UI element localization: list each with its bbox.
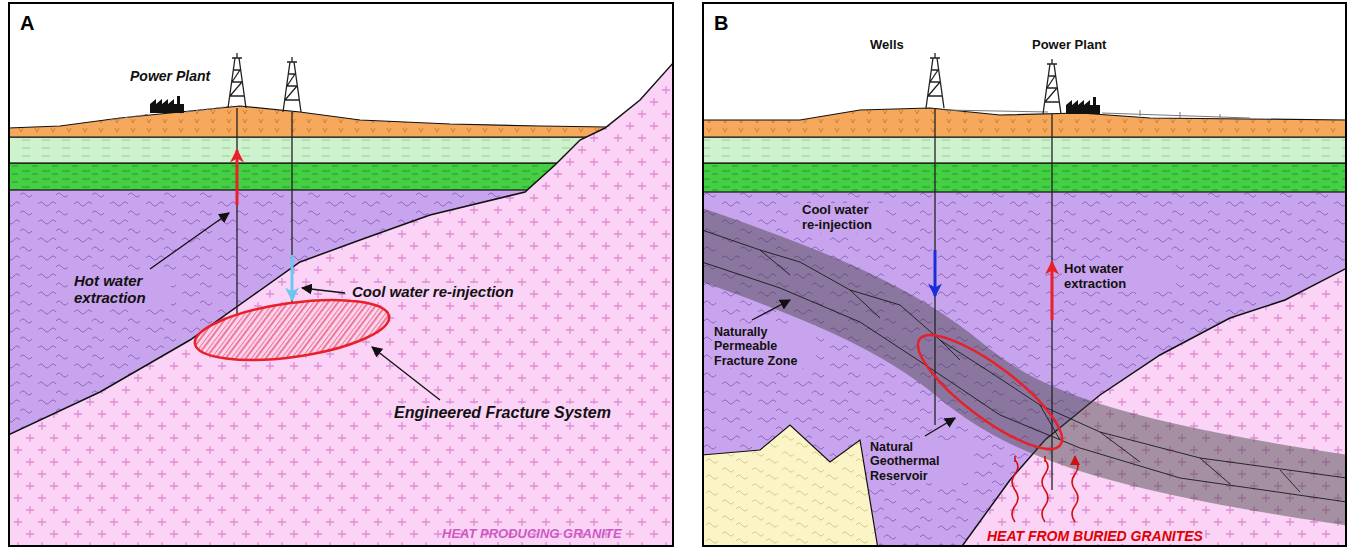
hot-water-arrow [236, 150, 239, 205]
heat-arrowheads [1015, 456, 1075, 462]
light-sediment-layer [702, 137, 1347, 163]
text-label: Cool water re-injection [800, 203, 886, 233]
text-label: HEAT PRODUCING GRANITE [440, 527, 624, 542]
well-derrick [283, 57, 301, 112]
text-label: Power Plant [1030, 38, 1108, 53]
panel-a-illustration [8, 53, 674, 547]
power-plant-symbol [150, 96, 184, 113]
text-label: Engineered Fracture System [392, 404, 613, 422]
hot-water-arrow [1051, 262, 1054, 320]
text-label: HEAT FROM BURIED GRANITES [985, 528, 1205, 544]
well-derrick [228, 53, 246, 108]
leader-line [302, 288, 345, 293]
text-label: Power Plant [128, 68, 212, 84]
well-derrick [926, 53, 944, 108]
panel-b-illustration [702, 53, 1347, 547]
cool-water-arrow [934, 250, 937, 296]
panel-letter: A [10, 4, 34, 34]
panel-frame: B [702, 2, 1347, 547]
leader-line [150, 213, 229, 269]
heat-producing-granite [8, 62, 674, 547]
engineered-fracture-ellipse [191, 290, 393, 371]
heat-wave-arrows [1012, 460, 1078, 522]
text-label: Wells [868, 38, 906, 53]
panel-letter: B [704, 4, 728, 34]
text-label: Naturally Permeable Fracture Zone [712, 325, 816, 368]
text-label: Cool water re-injection [350, 283, 516, 300]
cool-water-arrow [291, 255, 294, 300]
leader-line [752, 300, 790, 320]
text-label: Natural Geothermal Reservoir [868, 440, 972, 483]
power-plant-symbol [1066, 97, 1100, 114]
green-sediment-layer [702, 163, 1347, 192]
well-bore [935, 108, 1052, 490]
surface-soil-layer [8, 106, 674, 137]
leader-line [925, 418, 955, 436]
yellow-basement-rock [702, 425, 878, 547]
text-label: Hot water extraction [1062, 262, 1176, 292]
fracture-lines [702, 230, 1347, 502]
fracture-zone-band [702, 241, 1347, 492]
well-derrick [1043, 59, 1061, 114]
leader-line [372, 347, 440, 400]
text-label: Hot water extraction [72, 272, 171, 307]
surface-soil-layer [702, 108, 1347, 137]
